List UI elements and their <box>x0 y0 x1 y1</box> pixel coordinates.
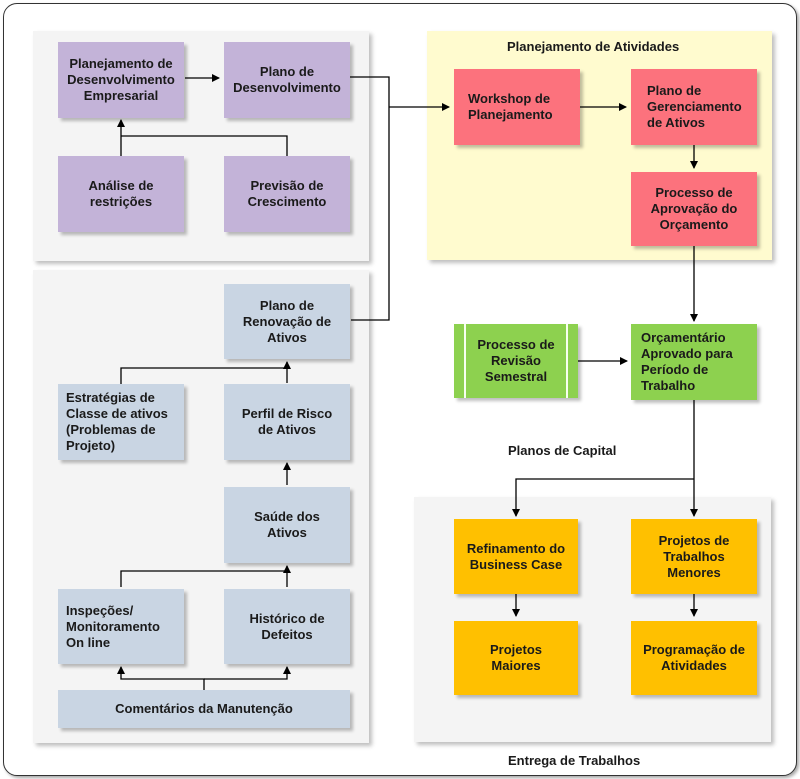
node-plano-gerenciamento-ativos: Plano de Gerenciamento de Ativos <box>631 69 757 145</box>
edge-plano-to-workshop <box>350 76 449 321</box>
node-planejamento-desenvolvimento-empresarial: Planejamento de Desenvolvimento Empresar… <box>58 42 184 118</box>
node-workshop-planejamento: Workshop de Planejamento <box>454 69 580 145</box>
node-estrategias-classe-ativos: Estratégias de Classe de ativos (Problem… <box>58 384 184 460</box>
node-inspecoes-monitoramento: Inspeções/ Monitoramento On line <box>58 589 184 664</box>
node-processo-aprovacao-orcamento: Processo de Aprovação do Orçamento <box>631 172 757 246</box>
node-perfil-risco-ativos: Perfil de Risco de Ativos <box>224 384 350 460</box>
left-stripe <box>464 324 466 398</box>
caption-planejamento-atividades: Planejamento de Atividades <box>507 39 680 54</box>
edge-inspecoes-historico-saude <box>120 566 287 587</box>
caption-planos-capital: Planos de Capital <box>508 443 617 458</box>
node-projetos-trabalhos-menores: Projetos de Trabalhos Menores <box>631 519 757 594</box>
node-analise-restricoes: Análise de restrições <box>58 156 184 232</box>
edge-analise-previsao-planejamento <box>121 120 288 156</box>
node-orcamentario-aprovado: Orçamentário Aprovado para Período de Tr… <box>631 324 757 400</box>
edge-orcamentario-refinamento <box>512 478 694 517</box>
edge-comentarios-inspecoes <box>117 666 205 690</box>
node-previsao-crescimento: Previsão de Crescimento <box>224 156 350 232</box>
node-comentarios-manutencao: Comentários da Manutenção <box>58 690 350 728</box>
node-plano-desenvolvimento: Plano de Desenvolvimento <box>224 42 350 118</box>
node-refinamento-business-case: Refinamento do Business Case <box>454 519 578 594</box>
edge-comentarios-historico <box>204 666 291 680</box>
node-plano-renovacao-ativos: Plano de Renovação de Ativos <box>224 284 350 359</box>
node-historico-defeitos: Histórico de Defeitos <box>224 589 350 664</box>
processo-revisao-semestral-label: Processo de Revisão Semestral <box>477 337 555 384</box>
caption-entrega-trabalhos: Entrega de Trabalhos <box>508 753 641 768</box>
edge-estrategias-renovacao <box>120 367 287 384</box>
right-stripe <box>566 324 568 398</box>
node-programacao-atividades: Programação de Atividades <box>631 621 757 695</box>
node-processo-revisao-semestral: Processo de Revisão Semestral <box>454 324 578 398</box>
node-saude-ativos: Saúde dos Ativos <box>224 487 350 563</box>
node-projetos-maiores: Projetos Maiores <box>454 621 578 695</box>
